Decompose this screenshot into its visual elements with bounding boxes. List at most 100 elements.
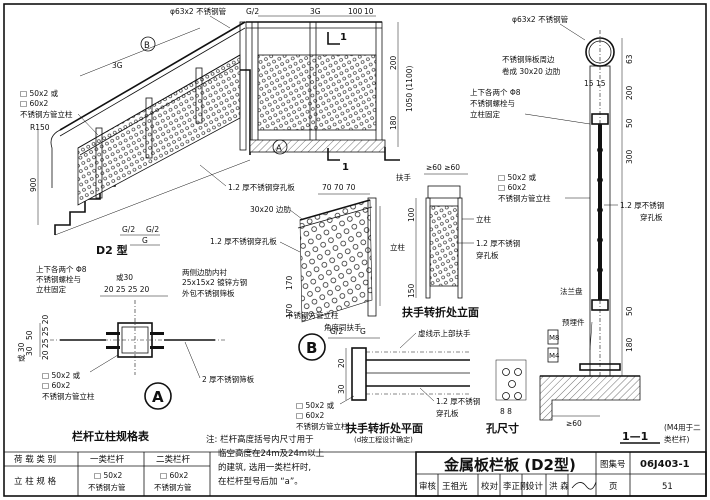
detail-b-edge: 30x20 边肋 bbox=[250, 204, 291, 214]
note-line2: 临空高度在24m及24m以上 bbox=[218, 448, 325, 459]
section-m8: M8 bbox=[549, 334, 560, 342]
detail-a-dims-v: 20 25 25 20 bbox=[41, 314, 50, 360]
section-post-opt1: □ 50x2 或 bbox=[498, 172, 537, 182]
d2-dim-180: 180 bbox=[389, 115, 398, 130]
detail-a-or30v: 或 30 bbox=[16, 342, 26, 362]
section-ge60: ≥60 bbox=[566, 419, 582, 428]
detail-a-clip3: 外包不锈钢筛板 bbox=[182, 288, 235, 298]
spec-class2-type: 不锈钢方管 bbox=[154, 482, 192, 492]
elev-thick1: 1.2 厚不锈钢 bbox=[476, 238, 520, 248]
plan-d30: 30 bbox=[337, 384, 346, 394]
d2-section-mark-bottom: 1 bbox=[342, 162, 349, 173]
d2-dim-100: 100 bbox=[348, 7, 363, 16]
tb-designer: 洪 森 bbox=[549, 481, 569, 492]
section-panel1: 1.2 厚不锈钢 bbox=[620, 200, 664, 210]
hole-size: 8 8 孔尺寸 bbox=[486, 359, 527, 435]
plan-thick1: 1.2 厚不锈钢 bbox=[436, 396, 480, 406]
detail-a-bubble: A bbox=[152, 388, 164, 406]
plan-g2: G/2 bbox=[330, 327, 343, 336]
detail-b-170a: 170 bbox=[285, 275, 294, 290]
detail-a-bolt2: 不锈钢螺栓与 bbox=[36, 274, 81, 284]
spec-title: 栏杆立柱规格表 bbox=[72, 429, 150, 443]
spec-head-class1: 一类栏杆 bbox=[90, 454, 125, 465]
turn-elevation: ≥60 ≥60 扶手 100 150 立柱 立柱 1.2 厚不锈钢 穿孔板 扶手… bbox=[390, 163, 520, 319]
detail-a-bolt1: 上下各两个 Φ8 bbox=[36, 264, 87, 274]
hole-title: 孔尺寸 bbox=[486, 421, 519, 435]
elev-dims: ≥60 ≥60 bbox=[426, 163, 460, 172]
tb-page-number: 51 bbox=[662, 482, 673, 492]
d2-section-mark-top: 1 bbox=[340, 32, 347, 43]
tb-design-label: 设计 bbox=[526, 481, 544, 492]
plan-post-opt2: □ 60x2 bbox=[296, 411, 324, 420]
title-block: 金属板栏板 (D2型) 图集号 06J403-1 审核 王祖光 校对 李正刚 设… bbox=[415, 451, 707, 497]
d2-post-opt2: □ 60x2 bbox=[20, 99, 48, 108]
section-m4: M4 bbox=[549, 352, 560, 360]
detail-a-post-name: 不锈钢方管立柱 bbox=[42, 391, 95, 401]
general-note: 注: 栏杆高度括号内尺寸用于 临空高度在24m及24m以上 的建筑, 选用一类栏… bbox=[206, 434, 325, 487]
d2-dim-g: G bbox=[142, 236, 148, 245]
tb-title: 金属板栏板 (D2型) bbox=[443, 456, 576, 474]
section-v50b: 50 bbox=[625, 306, 634, 316]
section-m4note1: (M4用于二 bbox=[664, 423, 701, 432]
d2-elevation: 1 1 3G 3G 100 10 G/2 200 180 1050 (1100)… bbox=[20, 6, 414, 257]
section-1-1: φ63x2 不锈钢管 不锈钢筛板周边 卷成 30x20 边肋 上下各两个 Φ8 … bbox=[470, 14, 701, 444]
elev-thick2: 穿孔板 bbox=[476, 250, 499, 260]
section-v50: 50 bbox=[625, 118, 634, 128]
detail-a-clip1: 两侧边肋内衬 bbox=[182, 267, 227, 277]
section-post-opt2: □ 60x2 bbox=[498, 183, 526, 192]
detail-a-or30: 或30 bbox=[116, 272, 133, 282]
detail-a-bolt3: 立柱固定 bbox=[36, 284, 66, 294]
note-line3: 的建筑, 选用一类栏杆时, bbox=[218, 462, 311, 473]
section-embed: 预埋件 bbox=[562, 317, 585, 327]
d2-bubble-b: B bbox=[144, 41, 150, 51]
detail-b-panel: 1.2 厚不锈钢穿孔板 bbox=[210, 236, 277, 246]
section-fold2: 卷成 30x20 边肋 bbox=[502, 66, 561, 76]
d2-dim-g2-b: G/2 bbox=[146, 225, 159, 234]
elev-title: 扶手转折处立面 bbox=[402, 305, 479, 319]
d2-panel-label: 1.2 厚不锈钢穿孔板 bbox=[228, 182, 295, 192]
tb-checker: 李正刚 bbox=[503, 481, 529, 492]
detail-a-clip2: 25x15x2 镀锌方钢 bbox=[182, 277, 247, 287]
section-pipe: φ63x2 不锈钢管 bbox=[512, 14, 569, 24]
plan-post-opt1: □ 50x2 或 bbox=[296, 400, 335, 410]
detail-a-dims: 20 25 25 20 bbox=[104, 285, 150, 294]
plan-sub: (d按工程设计确定) bbox=[354, 435, 413, 444]
tb-page-label: 页 bbox=[609, 482, 618, 492]
section-bolt2: 不锈钢螺栓与 bbox=[470, 98, 515, 108]
d2-dim-200: 200 bbox=[389, 55, 398, 70]
section-v180: 180 bbox=[625, 337, 634, 352]
detail-a-post-opt1: □ 50x2 或 bbox=[42, 370, 81, 380]
spec-head-spec: 立 柱 规 格 bbox=[14, 476, 57, 487]
d2-dim-3g-slope: 3G bbox=[112, 61, 123, 70]
d2-dim-g2-a: G/2 bbox=[122, 225, 135, 234]
tb-check-label: 校对 bbox=[481, 481, 499, 492]
d2-dim-1050: 1050 (1100) bbox=[405, 66, 414, 112]
section-v300: 300 bbox=[625, 149, 634, 164]
tb-review-label: 审核 bbox=[419, 481, 437, 492]
detail-b-170b: 170 bbox=[285, 303, 294, 318]
d2-radius: R150 bbox=[30, 123, 50, 132]
plan-hidden: 虚线示上部扶手 bbox=[418, 328, 471, 338]
elev-post-left: 立柱 bbox=[390, 242, 405, 252]
detail-a-v50: 50 bbox=[25, 330, 34, 340]
detail-b-dims: 70 70 70 bbox=[322, 183, 356, 192]
note-line4: 在栏杆型号后加 “a”。 bbox=[218, 476, 303, 487]
hole-dims: 8 8 bbox=[500, 407, 512, 416]
turn-plan: G/2 G 虚线示上部扶手 20 30 □ 50x2 或 □ 60x2 不锈钢方… bbox=[296, 327, 480, 444]
section-v200: 200 bbox=[625, 85, 634, 100]
section-m4note2: 类栏杆) bbox=[664, 434, 689, 444]
section-bolt3: 立柱固定 bbox=[470, 109, 500, 119]
tb-reviewer: 王祖光 bbox=[442, 481, 468, 492]
detail-a-v30: 30 bbox=[25, 346, 34, 356]
d2-dim-3g-top: 3G bbox=[310, 7, 321, 16]
d2-dim-900: 900 bbox=[29, 177, 38, 192]
elev-post: 立柱 bbox=[476, 214, 491, 224]
detail-a-post-opt2: □ 60x2 bbox=[42, 381, 70, 390]
note-line1: 注: 栏杆高度括号内尺寸用于 bbox=[206, 434, 314, 445]
plan-g: G bbox=[360, 327, 366, 336]
elev-d100: 100 bbox=[407, 207, 416, 222]
d2-post-opt1: □ 50x2 或 bbox=[20, 88, 59, 98]
sheet-frame bbox=[3, 3, 707, 497]
section-flange: 法兰盘 bbox=[560, 286, 583, 296]
